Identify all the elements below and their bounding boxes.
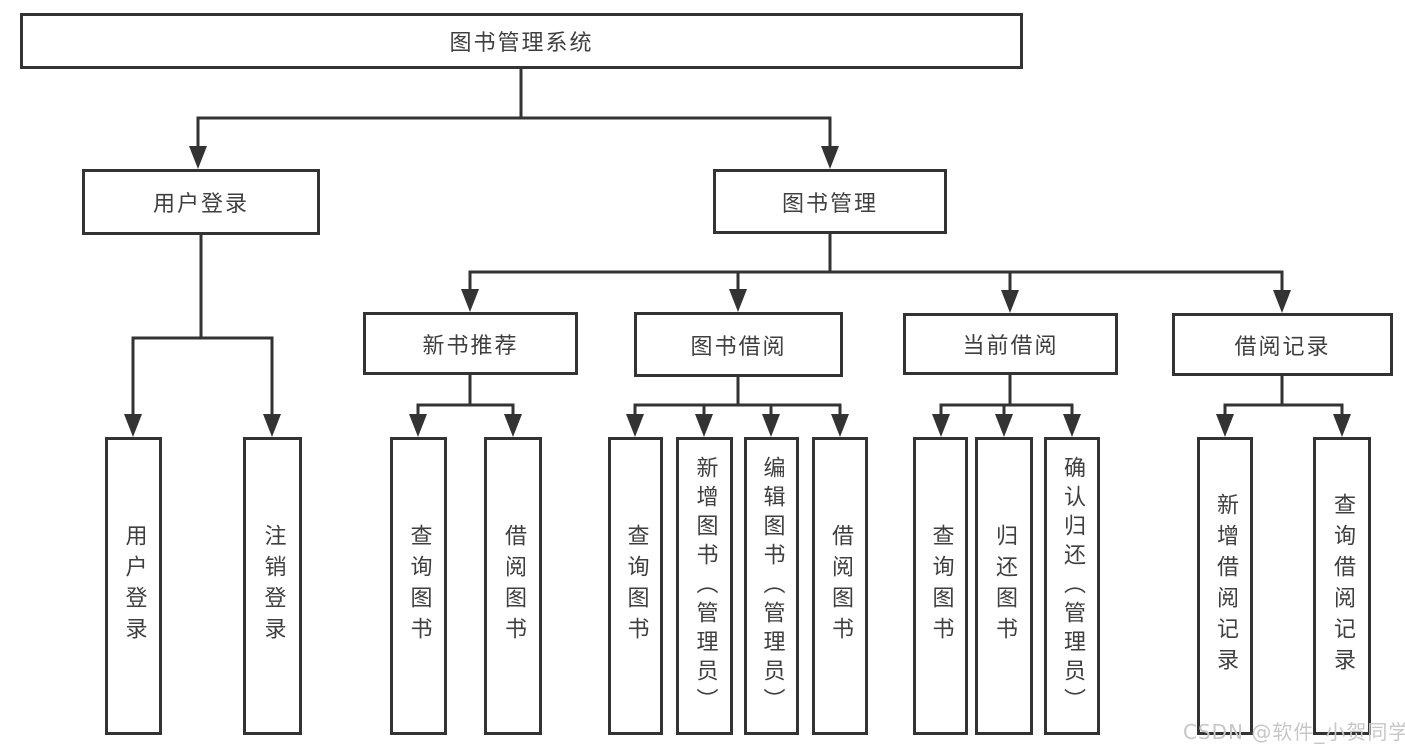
node-root-label: 图书管理系统: [449, 31, 594, 56]
arrowhead-down-icon: [762, 414, 780, 437]
leaf-user-login: 用户登录: [105, 437, 162, 735]
arrowhead-down-icon: [831, 414, 849, 437]
arrowhead-down-icon: [504, 414, 522, 437]
node-book-management-label: 图书管理: [781, 191, 878, 217]
leaf-logout: 注销登录: [243, 437, 302, 735]
node-user-login-branch-label: 用户登录: [152, 192, 249, 217]
node-borrowing-records: 借阅记录: [1172, 313, 1393, 376]
arrowhead-down-icon: [626, 414, 644, 437]
leaf-query-books-3-label: 查询图书: [928, 524, 954, 648]
leaf-return-books: 归还图书: [975, 437, 1033, 735]
arrowhead-down-icon: [729, 289, 747, 312]
node-current-borrowing-label: 当前借阅: [962, 334, 1059, 359]
node-current-borrowing: 当前借阅: [903, 313, 1118, 375]
leaf-query-books-2-label: 查询图书: [623, 524, 649, 648]
leaf-logout-label: 注销登录: [260, 524, 286, 648]
node-root: 图书管理系统: [20, 13, 1023, 69]
arrowhead-down-icon: [263, 414, 281, 437]
arrowhead-down-icon: [932, 414, 950, 437]
leaf-confirm-return-admin-label: 确认归还（管理员）: [1060, 455, 1085, 717]
node-book-borrowing: 图书借阅: [634, 312, 843, 377]
leaf-query-books-2: 查询图书: [608, 437, 663, 735]
arrowhead-down-icon: [821, 146, 839, 169]
leaf-add-borrow-record-label: 新增借阅记录: [1213, 493, 1238, 679]
arrowhead-down-icon: [995, 414, 1013, 437]
leaf-user-login-label: 用户登录: [121, 524, 147, 648]
arrowhead-down-icon: [1273, 290, 1291, 313]
node-user-login-branch: 用户登录: [82, 169, 320, 235]
node-borrowing-records-label: 借阅记录: [1234, 334, 1331, 360]
leaf-add-borrow-record: 新增借阅记录: [1197, 437, 1253, 735]
leaf-add-books-admin-label: 新增图书（管理员）: [692, 455, 718, 717]
leaf-edit-books-admin-label: 编辑图书（管理员）: [759, 455, 785, 717]
arrowhead-down-icon: [1216, 414, 1234, 437]
watermark: CSDN @软件_小贺同学: [1183, 720, 1405, 744]
arrowhead-down-icon: [1063, 414, 1081, 437]
leaf-add-books-admin: 新增图书（管理员）: [676, 437, 733, 735]
arrowhead-down-icon: [124, 414, 142, 437]
node-new-book-recommend: 新书推荐: [363, 312, 578, 375]
node-new-book-recommend-label: 新书推荐: [422, 333, 519, 359]
leaf-query-borrow-record: 查询借阅记录: [1313, 437, 1371, 735]
leaf-borrow-books-1-label: 借阅图书: [501, 524, 526, 648]
arrowhead-down-icon: [461, 289, 479, 312]
leaf-borrow-books-2: 借阅图书: [812, 437, 868, 735]
leaf-borrow-books-2-label: 借阅图书: [828, 524, 853, 648]
leaf-edit-books-admin: 编辑图书（管理员）: [744, 437, 799, 735]
node-book-management: 图书管理: [713, 169, 947, 234]
leaf-borrow-books-1: 借阅图书: [484, 437, 542, 735]
leaf-confirm-return-admin: 确认归还（管理员）: [1044, 437, 1100, 735]
leaf-query-borrow-record-label: 查询借阅记录: [1330, 493, 1355, 679]
leaf-query-books-1: 查询图书: [390, 437, 447, 735]
node-book-borrowing-label: 图书借阅: [690, 334, 787, 360]
leaf-query-books-1-label: 查询图书: [406, 524, 432, 648]
leaf-query-books-3: 查询图书: [913, 437, 968, 735]
arrowhead-down-icon: [1001, 290, 1019, 313]
arrowhead-down-icon: [409, 414, 427, 437]
arrowhead-down-icon: [695, 414, 713, 437]
leaf-return-books-label: 归还图书: [992, 524, 1017, 648]
arrowhead-down-icon: [189, 146, 207, 169]
arrowhead-down-icon: [1333, 414, 1351, 437]
